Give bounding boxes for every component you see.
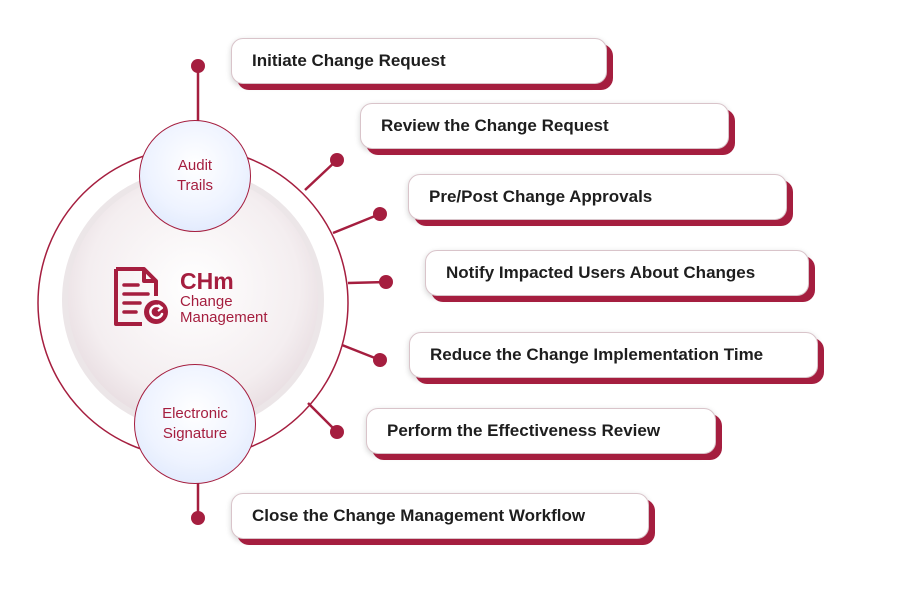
step-label: Perform the Effectiveness Review [387,421,661,440]
logo-name-line1: Change [180,293,233,310]
step-label: Reduce the Change Implementation Time [430,345,764,364]
step-label: Notify Impacted Users About Changes [446,263,756,282]
audit-line2: Trails [176,177,214,194]
electronic-signature-bubble: Electronic Signature [134,364,256,484]
connector-dot [373,207,387,221]
step-review-change-request: Review the Change Request [360,103,729,149]
connector-line [304,159,338,191]
chm-logo: CHm Change Management [112,262,302,332]
step-label: Pre/Post Change Approvals [429,187,653,206]
signature-line2: Signature [162,425,228,442]
step-initiate-change-request: Initiate Change Request [231,38,607,84]
step-notify-impacted-users: Notify Impacted Users About Changes [425,250,809,296]
logo-name-line2: Management [180,309,268,326]
connector-dot [191,511,205,525]
step-label: Initiate Change Request [252,51,446,70]
step-label: Close the Change Management Workflow [252,506,586,525]
document-refresh-icon [114,267,168,326]
connector-dot [191,59,205,73]
audit-trails-bubble: Audit Trails [139,120,251,232]
connector-line [332,212,381,235]
signature-line1: Electronic [162,405,228,422]
connector-dot [330,425,344,439]
connector-dot [373,353,387,367]
connector-dot [379,275,393,289]
logo-abbreviation: CHm [180,268,234,294]
step-perform-effectiveness-review: Perform the Effectiveness Review [366,408,716,454]
connector-dot [330,153,344,167]
step-label: Review the Change Request [381,116,609,135]
audit-line1: Audit [177,157,213,174]
step-pre-post-change-approvals: Pre/Post Change Approvals [408,174,787,220]
step-reduce-implementation-time: Reduce the Change Implementation Time [409,332,818,378]
step-close-workflow: Close the Change Management Workflow [231,493,649,539]
